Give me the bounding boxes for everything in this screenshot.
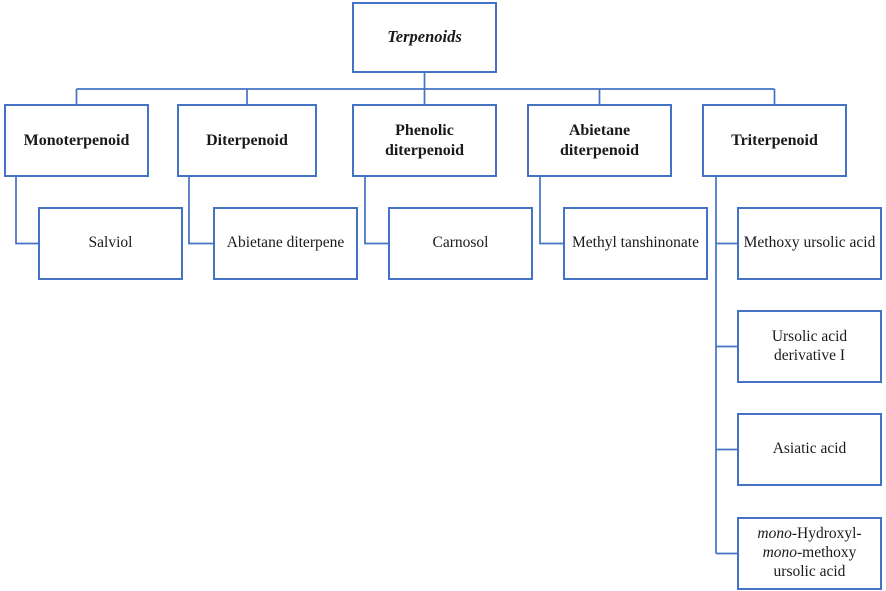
node-label: Monoterpenoid	[23, 131, 130, 149]
node-label-line3: ursolic acid	[773, 562, 846, 580]
node-label: Abietane diterpenoid	[559, 121, 640, 159]
node-terpenoids: Terpenoids	[352, 2, 497, 73]
connector-phenolic-carnosol	[364, 177, 388, 245]
node-methoxy-ursolic-acid: Methoxy ursolic acid	[737, 207, 882, 280]
node-abietane-diterpene: Abietane diterpene	[213, 207, 358, 280]
node-label-line1: mono-Hydroxyl-	[757, 525, 862, 543]
node-label: Carnosol	[432, 234, 489, 252]
node-asiatic-acid: Asiatic acid	[737, 413, 882, 486]
connector-abietane-methyl	[539, 177, 563, 245]
node-label: Methoxy ursolic acid	[743, 234, 876, 252]
node-triterpenoid: Triterpenoid	[702, 104, 847, 177]
node-label: Abietane diterpene	[226, 234, 345, 252]
node-phenolic-diterpenoid: Phenolic diterpenoid	[352, 104, 497, 177]
node-abietane-diterpenoid: Abietane diterpenoid	[527, 104, 672, 177]
node-salviol: Salviol	[38, 207, 183, 280]
node-label: Triterpenoid	[731, 131, 818, 149]
node-carnosol: Carnosol	[388, 207, 533, 280]
node-label: Terpenoids	[387, 27, 462, 47]
node-label: Diterpenoid	[206, 131, 288, 149]
node-label: Phenolic diterpenoid	[384, 121, 465, 159]
node-label: Methyl tanshinonate	[572, 234, 699, 252]
node-diterpenoid: Diterpenoid	[177, 104, 317, 177]
connector-diterpenoid-abietane-diterpene	[188, 177, 213, 245]
node-label-line2: mono-methoxy	[762, 544, 857, 562]
node-label: Ursolic acid derivative I	[771, 327, 848, 364]
node-monoterpenoid: Monoterpenoid	[4, 104, 149, 177]
node-mono-hydroxyl-mono-methoxy-ursolic-acid: mono-Hydroxyl- mono-methoxy ursolic acid	[737, 517, 882, 590]
node-label: Salviol	[88, 234, 133, 252]
connector-monoterpenoid-salviol	[15, 177, 38, 245]
node-ursolic-acid-derivative-i: Ursolic acid derivative I	[737, 310, 882, 383]
node-methyl-tanshinonate: Methyl tanshinonate	[563, 207, 708, 280]
node-label: Asiatic acid	[772, 440, 847, 458]
